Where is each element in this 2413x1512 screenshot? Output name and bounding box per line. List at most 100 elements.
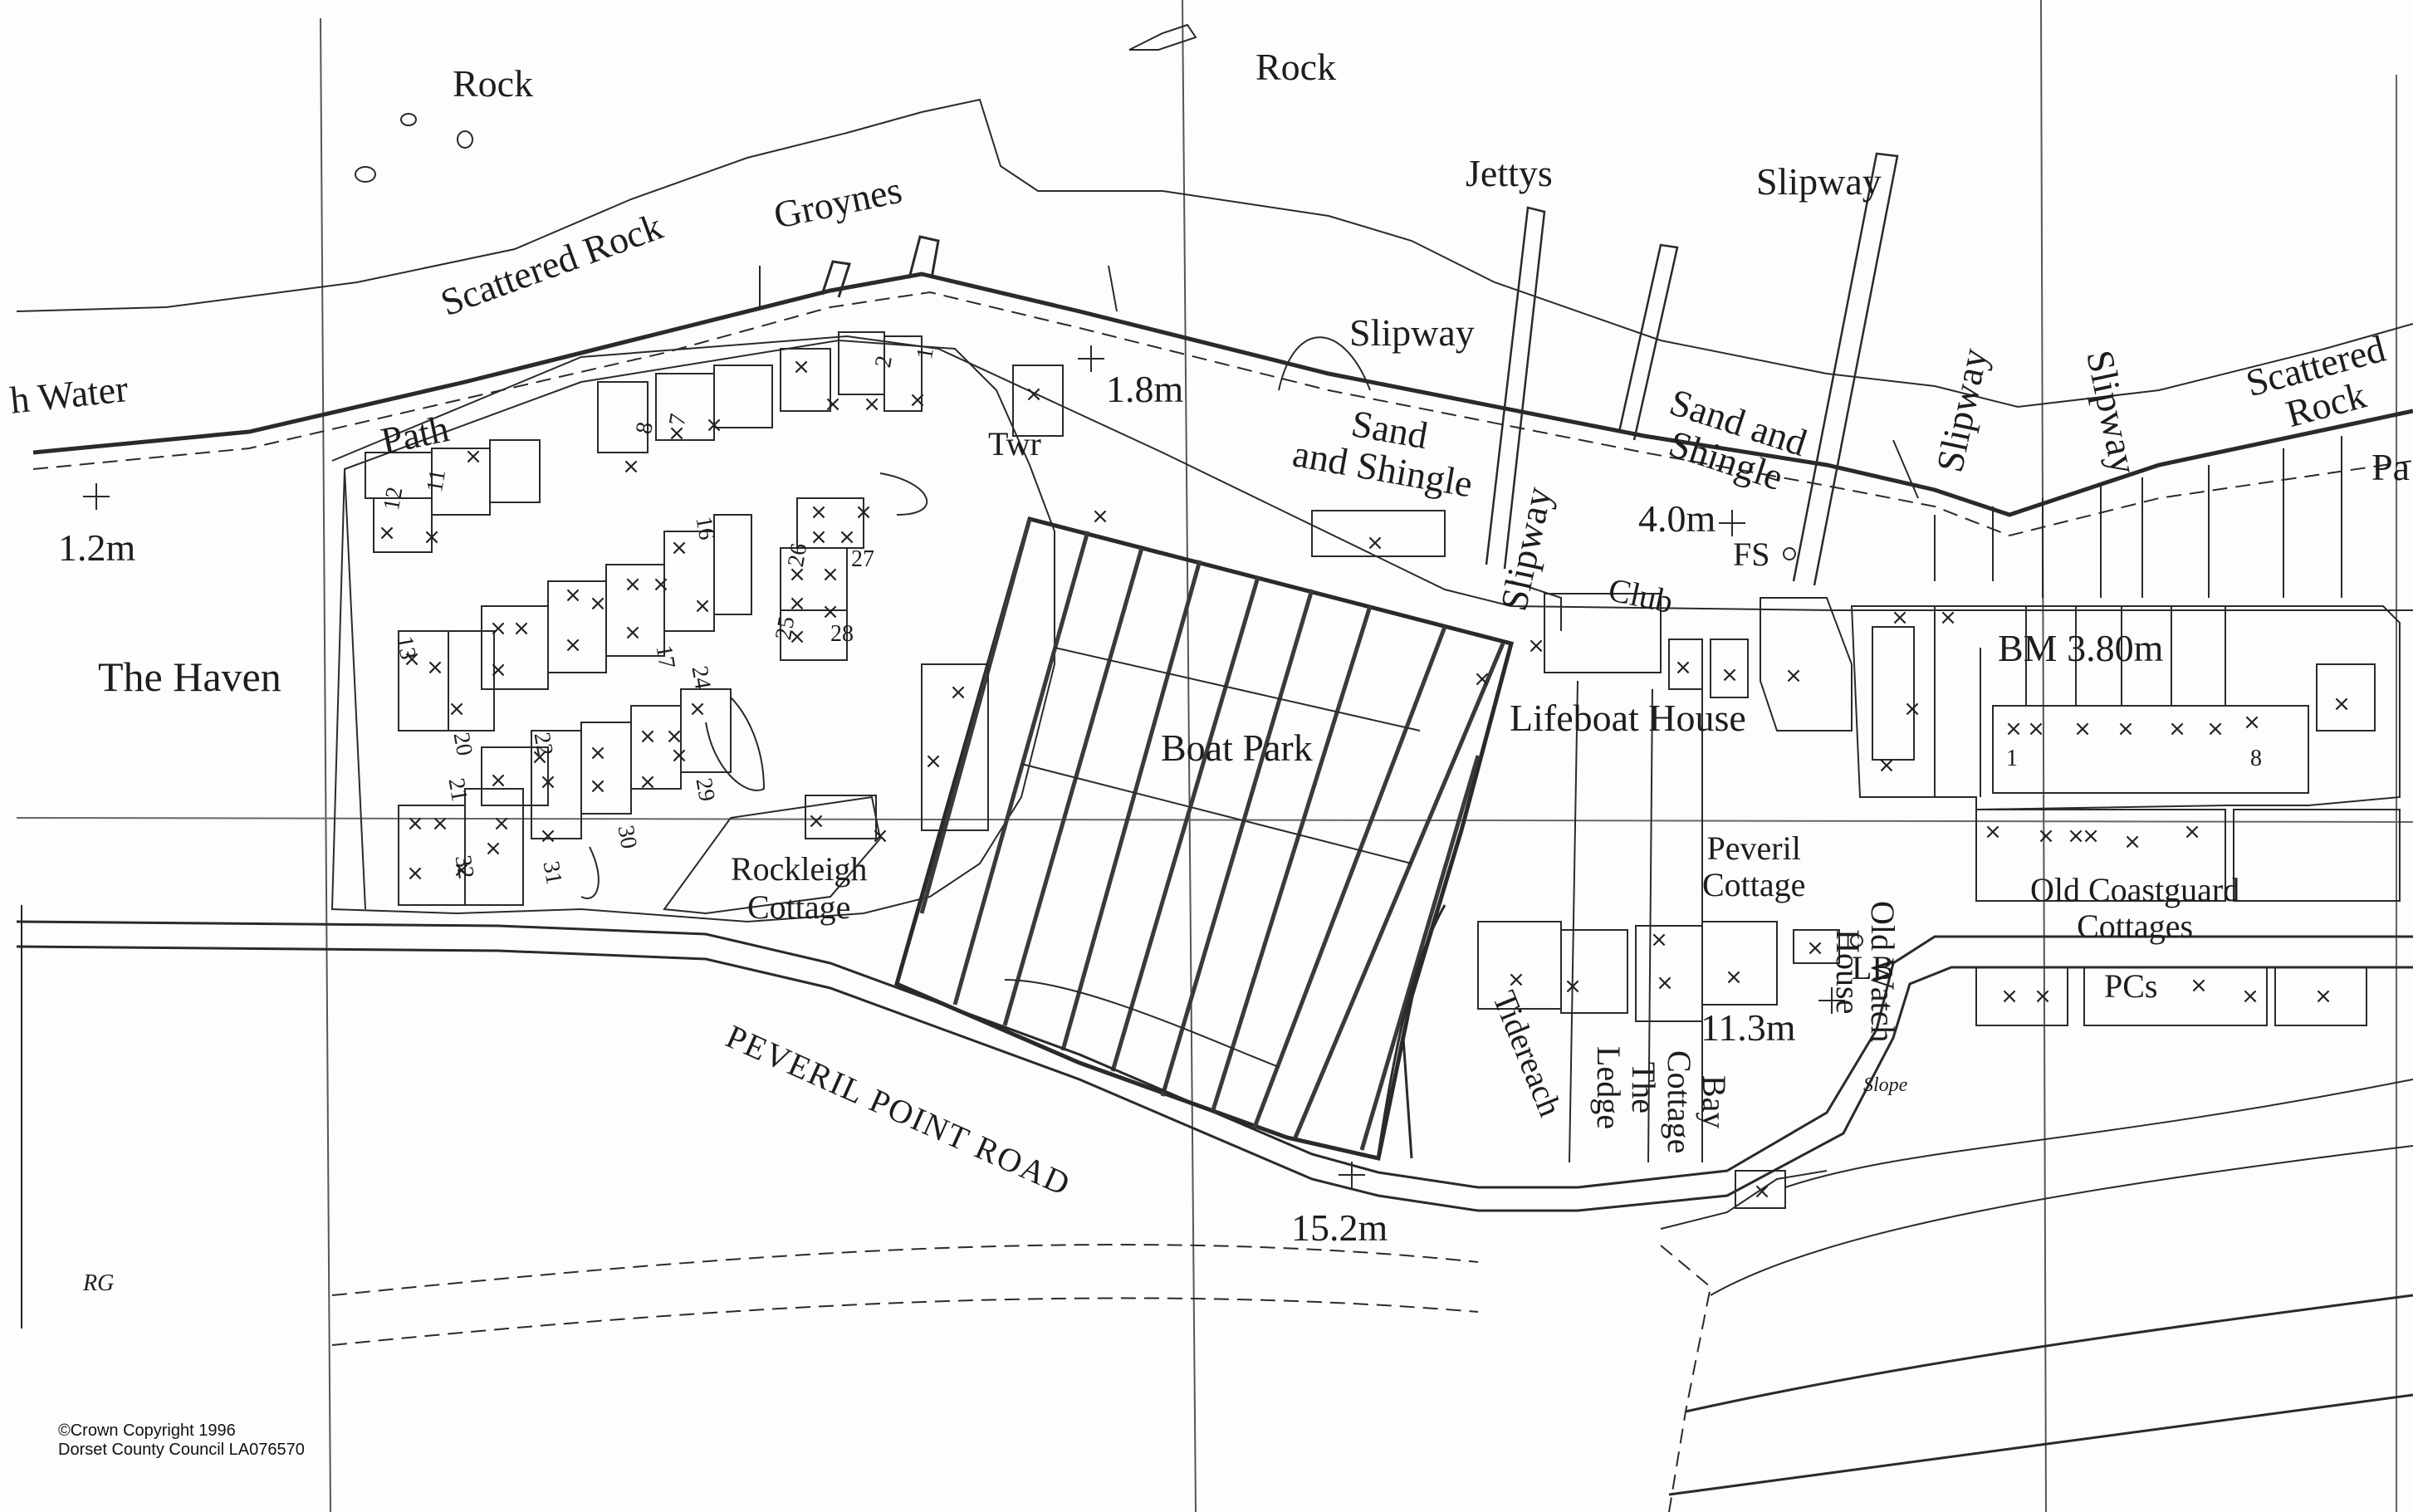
svg-text:×: ×	[2183, 820, 2201, 844]
svg-text:×: ×	[2206, 717, 2225, 741]
svg-text:×: ×	[1806, 936, 1824, 961]
plot-number: 26	[783, 541, 813, 570]
label-rockleigh-cottage: Rockleigh Cottage	[731, 850, 868, 926]
label-the-haven: The Haven	[98, 653, 281, 700]
label-jettys: Jettys	[1466, 152, 1553, 194]
svg-text:×: ×	[564, 633, 582, 658]
svg-text:×: ×	[1473, 667, 1491, 692]
svg-text:×: ×	[1753, 1179, 1771, 1204]
svg-text:×: ×	[403, 647, 421, 672]
plot-number: 25	[771, 614, 800, 643]
label-old-coastguard: Old Coastguard Cottages	[2030, 871, 2240, 945]
plot-number: 20	[448, 730, 477, 758]
svg-text:×: ×	[1650, 927, 1668, 952]
svg-text:×: ×	[688, 697, 707, 722]
plot-number: 21	[443, 776, 472, 804]
plot-number: 27	[851, 546, 874, 572]
svg-text:×: ×	[2067, 824, 2085, 849]
svg-text:×: ×	[792, 355, 810, 379]
svg-text:×: ×	[622, 454, 640, 479]
plot-number: 29	[690, 776, 720, 804]
svg-text:×: ×	[426, 655, 444, 680]
svg-text:×: ×	[423, 525, 441, 550]
svg-text:×: ×	[693, 594, 712, 619]
svg-text:×: ×	[2082, 824, 2100, 849]
label-peveril-cottage: Peveril Cottage	[1702, 829, 1806, 903]
svg-text:×: ×	[1025, 382, 1043, 407]
svg-text:×: ×	[406, 861, 424, 886]
plot-number: 12	[379, 485, 409, 513]
svg-text:×: ×	[2034, 984, 2052, 1009]
label-pcs: PCs	[2104, 967, 2158, 1005]
svg-text:×: ×	[2027, 717, 2045, 741]
label-bay-cottage: Bay Cottage	[1661, 1050, 1733, 1154]
plot-number: 31	[537, 859, 567, 887]
svg-text:×: ×	[1725, 965, 1743, 990]
svg-text:×: ×	[924, 749, 942, 774]
svg-text:×: ×	[821, 562, 839, 587]
svg-text:×: ×	[2243, 710, 2261, 735]
svg-text:×: ×	[1656, 971, 1674, 996]
svg-text:×: ×	[821, 599, 839, 624]
plot-number: 32	[449, 853, 479, 881]
svg-text:×: ×	[1903, 697, 1921, 722]
svg-text:×: ×	[863, 392, 881, 417]
plot-number: 28	[830, 621, 854, 647]
svg-text:×: ×	[1674, 655, 1692, 680]
svg-text:×: ×	[949, 680, 967, 705]
svg-text:×: ×	[810, 525, 828, 550]
svg-text:×: ×	[1366, 531, 1384, 555]
svg-text:×: ×	[2123, 829, 2141, 854]
label-lb: LB	[1852, 949, 1895, 986]
svg-text:×: ×	[453, 858, 471, 883]
svg-text:×: ×	[448, 697, 466, 722]
svg-text:×: ×	[531, 745, 549, 770]
svg-text:×: ×	[2190, 973, 2208, 998]
label-bm: BM 3.80m	[1998, 627, 2164, 669]
svg-text:×: ×	[406, 811, 424, 836]
label-rock-right: Rock	[1255, 46, 1337, 88]
label-slipway-mid: Slipway	[1349, 311, 1475, 354]
svg-text:×: ×	[1939, 605, 1957, 630]
label-height-15-2: 15.2m	[1291, 1206, 1388, 1249]
svg-text:×: ×	[639, 724, 657, 749]
svg-text:×: ×	[871, 824, 889, 849]
svg-text:×: ×	[589, 774, 607, 799]
svg-text:×: ×	[665, 724, 683, 749]
cottage-number: 8	[2250, 746, 2262, 771]
svg-text:×: ×	[2314, 984, 2332, 1009]
label-height-1-2: 1.2m	[58, 526, 136, 569]
svg-text:×: ×	[2241, 984, 2259, 1009]
label-height-1-8: 1.8m	[1106, 368, 1184, 410]
svg-text:×: ×	[484, 836, 502, 861]
label-boat-park: Boat Park	[1161, 727, 1313, 769]
svg-text:×: ×	[2073, 717, 2092, 741]
plot-number: 11	[422, 467, 452, 495]
svg-text:×: ×	[1564, 974, 1582, 999]
svg-text:×: ×	[378, 521, 396, 546]
svg-text:×: ×	[512, 616, 531, 641]
plot-number: 30	[612, 823, 642, 851]
svg-text:×: ×	[624, 572, 642, 597]
svg-text:×: ×	[824, 392, 842, 417]
svg-text:×: ×	[2004, 717, 2023, 741]
svg-text:×: ×	[788, 562, 806, 587]
label-rock-left: Rock	[453, 62, 534, 105]
svg-text:×: ×	[589, 591, 607, 616]
svg-text:×: ×	[1720, 663, 1739, 687]
label-rg: RG	[83, 1270, 115, 1296]
label-path-right: Pa	[2371, 446, 2410, 488]
svg-text:×: ×	[1091, 504, 1109, 529]
label-twr: Twr	[988, 425, 1041, 462]
svg-text:×: ×	[539, 770, 557, 795]
label-slipway-top: Slipway	[1756, 160, 1882, 203]
cottage-number: 1	[2006, 746, 2018, 771]
svg-text:×: ×	[854, 500, 873, 525]
svg-text:×: ×	[670, 743, 688, 768]
svg-text:×: ×	[705, 413, 723, 438]
svg-text:×: ×	[464, 444, 482, 469]
label-height-4-0: 4.0m	[1638, 497, 1716, 540]
svg-text:×: ×	[431, 811, 449, 836]
